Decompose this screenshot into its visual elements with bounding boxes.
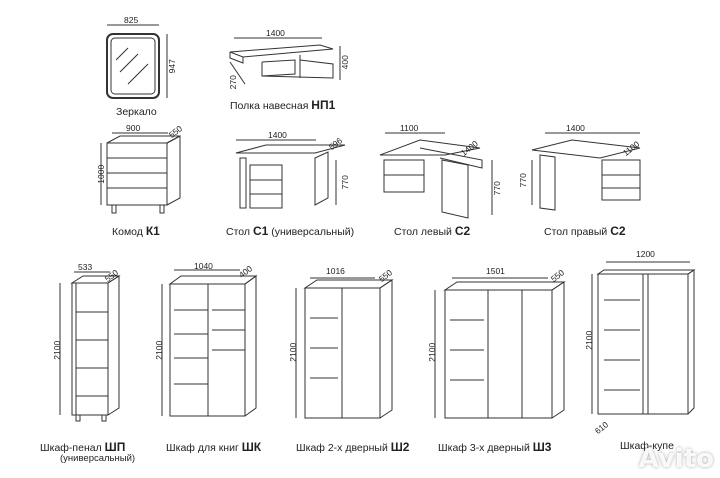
bookcase-drawing: [161, 269, 258, 417]
books-width: 1040: [194, 261, 213, 271]
w2-caption: Шкаф 2-х дверный Ш2: [296, 440, 410, 454]
desk-right-caption: Стол правый С2: [544, 224, 626, 238]
mirror-drawing: [106, 24, 168, 99]
shelf-caption: Полка навесная НП1: [230, 98, 336, 112]
shelf-width: 1400: [266, 28, 285, 38]
wardrobe-2-drawing: [295, 277, 394, 419]
penal-caption-line2: (универсальный): [60, 453, 136, 464]
books-height: 2100: [154, 340, 165, 360]
desk-left-drawing: [379, 132, 493, 219]
w2-width: 1016: [326, 266, 345, 276]
penal-height: 2100: [52, 340, 63, 360]
watermark-logo: Avito: [638, 444, 714, 474]
desk-left-height: 770: [491, 181, 502, 196]
w3-height: 2100: [427, 342, 438, 362]
penal-drawing: [59, 271, 121, 422]
coupe-height: 2100: [584, 330, 595, 350]
desk-left-caption: Стол левый С2: [394, 224, 471, 238]
wardrobe-3-drawing: [434, 277, 566, 419]
dresser-width: 900: [126, 123, 141, 133]
mirror-width: 825: [124, 15, 139, 25]
desk-right-drawing: [531, 132, 641, 211]
coupe-caption: Шкаф-купе: [620, 440, 674, 452]
desk-left-width: 1100: [400, 123, 419, 133]
mirror-height: 947: [166, 59, 177, 74]
desk-right-width: 1400: [566, 123, 585, 133]
dresser-caption: Комод К1: [112, 224, 160, 238]
penal-width: 533: [78, 262, 93, 272]
books-caption: Шкаф для книг ШК: [166, 440, 262, 454]
w3-width: 1501: [486, 266, 505, 276]
dresser-drawing: [100, 132, 181, 214]
w2-height: 2100: [288, 342, 299, 362]
desk-c1-height: 770: [339, 175, 350, 190]
mirror-caption: Зеркало: [116, 106, 157, 118]
coupe-drawing: [591, 261, 696, 415]
w3-caption: Шкаф 3-х дверный Ш3: [438, 440, 552, 454]
shelf-depth: 270: [227, 75, 238, 90]
shelf-drawing: [229, 37, 341, 85]
desk-c1-caption: Стол С1 (универсальный): [226, 224, 355, 238]
coupe-width: 1200: [636, 249, 655, 259]
penal-caption: Шкаф-пенал ШП: [40, 440, 126, 454]
shelf-height: 400: [339, 55, 350, 70]
desk-c1-drawing: [235, 139, 346, 209]
dresser-height: 1000: [96, 164, 107, 184]
desk-c1-width: 1400: [268, 130, 287, 140]
desk-right-height: 770: [517, 173, 528, 188]
